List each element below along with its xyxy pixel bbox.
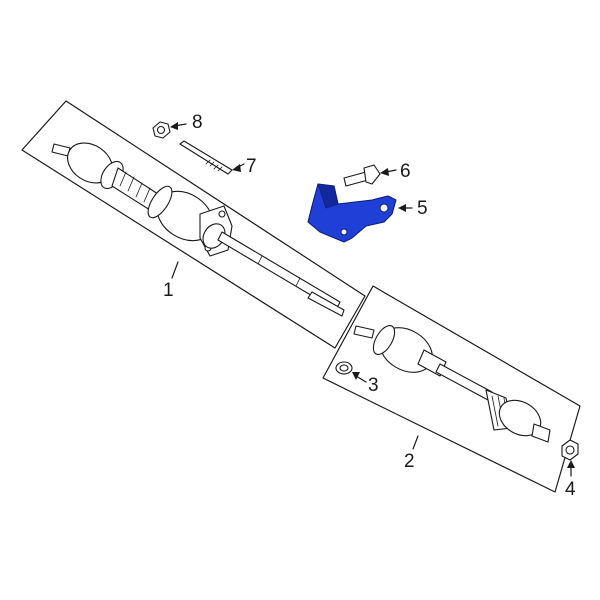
axle-2-frame [322,285,581,493]
nut-4-hole [565,445,575,455]
stud-7-shank [179,140,233,175]
callout-5-arrowhead [398,204,406,212]
callout-1-leader [171,261,179,279]
axle-2-shaft [435,363,493,401]
bolt-6-head [363,164,381,185]
nut-4[interactable]: 4 [561,439,579,500]
axle-2-stub [353,325,375,339]
callout-5-number: 5 [417,198,428,219]
callout-4-number: 4 [565,479,576,500]
axle-1-flange-bolt-hole [218,210,226,218]
nut-8[interactable]: 8 [152,112,203,139]
axle-1-frame [21,100,366,349]
axle-1-stub [51,143,71,157]
stud-7[interactable]: 7 [179,140,257,177]
bracket-5-mount-hole [340,228,348,236]
callout-1-number: 1 [163,280,174,301]
seal-3-inner [339,364,349,372]
callout-6-arrowhead [380,168,389,176]
callout-3-number: 3 [368,375,379,396]
support-bracket-5[interactable]: 5 [307,183,428,243]
axle-1-boot-ribs [119,171,151,203]
bracket-5-upper-flange [317,183,339,209]
seal-3[interactable]: 3 [335,361,379,396]
axle-2-inner-joint-face [372,325,396,355]
callout-8-arrowhead [170,122,178,130]
stud-7-threads [205,159,223,172]
axle-assembly-2[interactable]: 2 [322,285,581,493]
nut-8-hole [156,125,166,135]
callout-3-arrowhead [352,372,360,380]
callout-8-number: 8 [192,112,203,133]
callout-4-arrowhead [567,460,575,468]
callout-3-leader [355,375,367,383]
callout-6-number: 6 [400,161,411,182]
axle-1-shaft-rings [257,255,301,287]
callout-2-leader [412,435,419,450]
axle-1-joint-face [147,185,173,219]
bracket-5-mount-hole [379,203,389,213]
callout-2-number: 2 [404,451,415,472]
axle-1-spline [307,291,345,317]
callout-7-arrowhead [232,164,241,172]
axle-assembly-1[interactable]: 1 [21,100,366,349]
axle-2-spindle [531,423,551,443]
bolt-6[interactable]: 6 [343,161,411,187]
callout-7-number: 7 [246,156,257,177]
